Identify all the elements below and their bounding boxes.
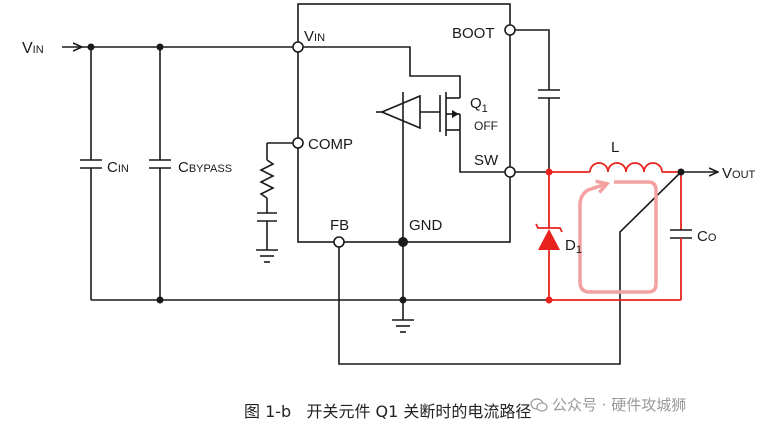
watermark-text: 公众号 · 硬件攻城狮 xyxy=(552,396,687,414)
comp-capacitor xyxy=(257,212,277,222)
q1-mosfet xyxy=(439,92,461,136)
svg-text:VIN: VIN xyxy=(22,40,44,57)
svg-text:CBYPASS: CBYPASS xyxy=(178,159,232,176)
cbypass-capacitor xyxy=(149,159,171,169)
inductor-l xyxy=(589,162,663,173)
inductor-label: L xyxy=(611,139,619,156)
boot-label: BOOT xyxy=(452,25,495,42)
vin-pin-label: V xyxy=(304,28,314,45)
cin-label: C xyxy=(107,159,118,176)
junction-dot xyxy=(156,296,164,304)
gnd-ground-icon xyxy=(392,319,414,333)
vin-label: V xyxy=(22,40,33,57)
svg-text:VIN: VIN xyxy=(304,28,325,45)
junction-dot xyxy=(677,168,685,176)
svg-text:Q1: Q1 xyxy=(470,95,488,115)
svg-text:CO: CO xyxy=(697,228,717,245)
pin-sw xyxy=(504,166,516,178)
wechat-icon xyxy=(530,398,548,412)
co-label: C xyxy=(697,228,708,245)
fb-feedback-wire xyxy=(338,171,682,365)
junction-dot xyxy=(545,296,553,304)
junction-dot xyxy=(87,43,95,51)
fb-label: FB xyxy=(330,217,349,234)
gnd-label: GND xyxy=(409,217,443,234)
junction-dot xyxy=(399,296,407,304)
diode-d1 xyxy=(535,223,563,250)
vout-label: V xyxy=(722,165,732,182)
cin-capacitor xyxy=(80,159,102,169)
current-loop-arrow xyxy=(578,179,658,294)
q1-label: Q xyxy=(470,95,482,112)
boot-capacitor xyxy=(538,89,560,99)
junction-dot xyxy=(545,168,553,176)
pin-gnd xyxy=(398,237,408,247)
svg-text:VOUT: VOUT xyxy=(722,165,756,182)
pin-vin xyxy=(292,41,304,53)
co-capacitor xyxy=(670,229,692,239)
comp-label: COMP xyxy=(308,136,353,153)
junction-dot xyxy=(156,43,164,51)
cbypass-label: C xyxy=(178,159,189,176)
comp-ground-icon xyxy=(256,249,278,263)
d1-label: D xyxy=(565,237,576,254)
svg-text:CIN: CIN xyxy=(107,159,129,176)
svg-text:D1: D1 xyxy=(565,237,582,256)
figure-caption: 图 1-b 开关元件 Q1 关断时的电流路径 xyxy=(244,402,532,421)
pin-comp xyxy=(292,137,304,149)
pin-fb xyxy=(333,236,345,248)
pin-boot xyxy=(504,24,516,36)
comp-resistor xyxy=(259,159,275,199)
q1-state-label: OFF xyxy=(474,119,498,133)
watermark: 公众号 · 硬件攻城狮 xyxy=(530,394,686,415)
sw-label: SW xyxy=(474,152,499,169)
gate-driver xyxy=(376,94,440,130)
